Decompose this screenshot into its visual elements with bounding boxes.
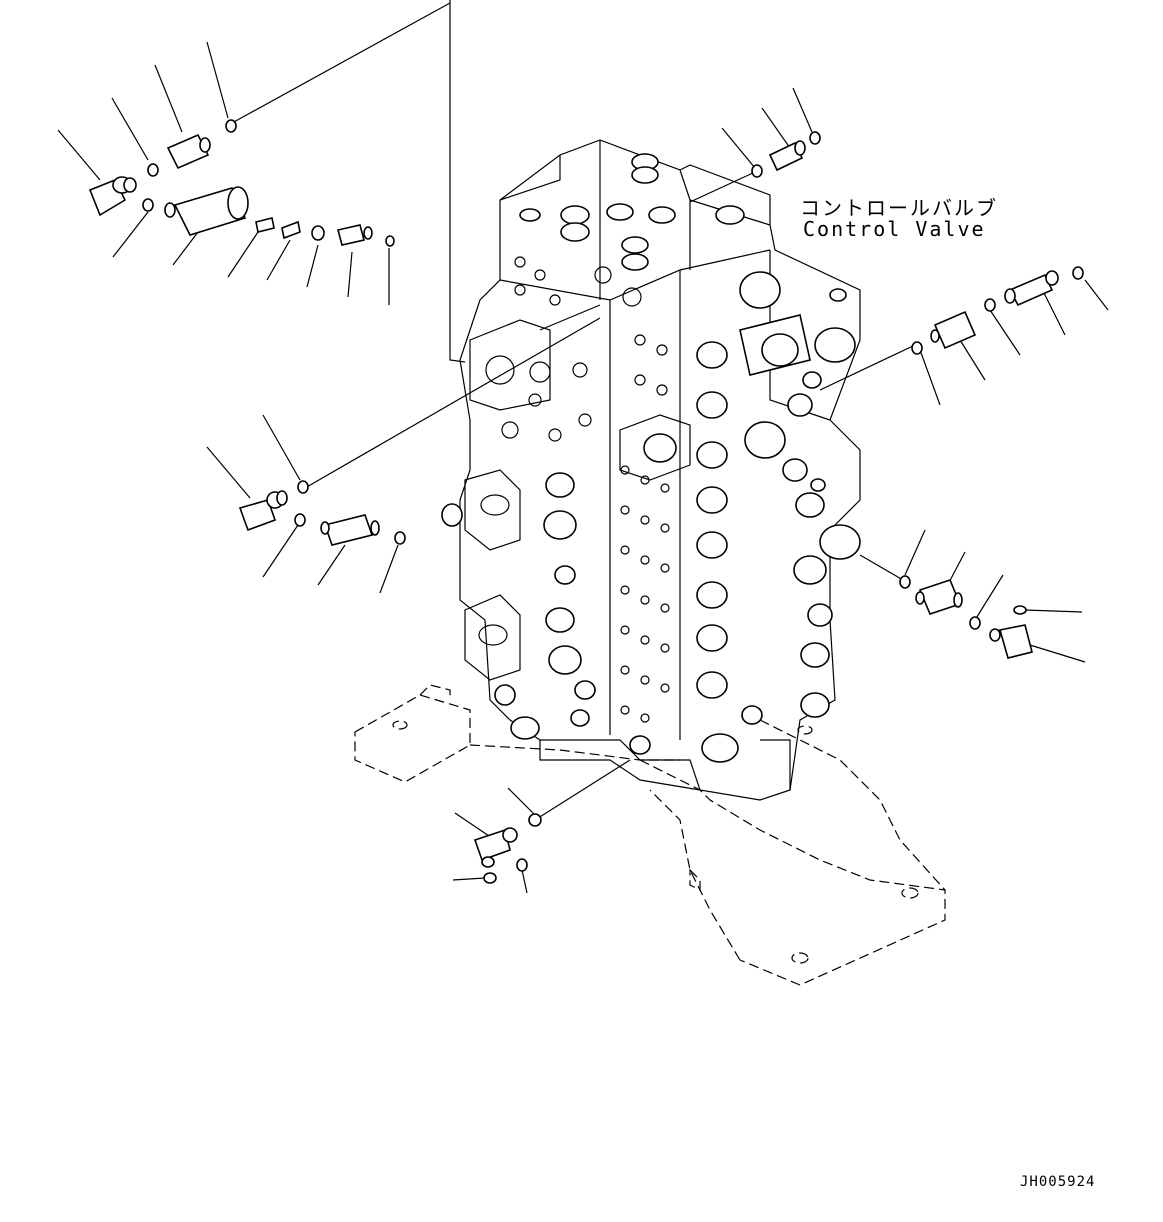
top-left-fittings [57,0,466,363]
component-label-english: Control Valve [803,217,986,241]
valve-body [441,139,861,801]
top-right-fittings [689,87,821,203]
left-middle-fittings [206,317,601,594]
right-lower-fittings [859,529,1086,663]
right-upper-fittings [819,266,1109,406]
mounting-bracket [354,684,946,986]
drawing-number: JH005924 [1020,1174,1096,1190]
bottom-fittings [452,759,631,894]
component-label-japanese: コントロールバルブ [800,196,998,220]
